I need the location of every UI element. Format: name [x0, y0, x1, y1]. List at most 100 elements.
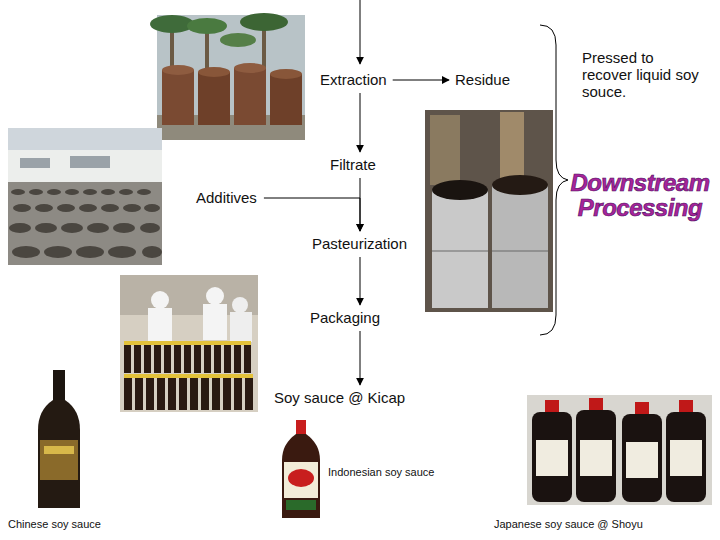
- japanese-bottles: [666, 412, 706, 502]
- chinese-bottle: [53, 370, 65, 400]
- product-caption: Japanese soy sauce @ Shoyu: [494, 518, 643, 531]
- japanese-bottles: [527, 395, 712, 505]
- bottling-photo: [164, 345, 171, 373]
- japanese-bottles: [589, 398, 603, 410]
- jar-field-photo: [29, 189, 43, 195]
- step-label: Residue: [455, 71, 510, 89]
- tank-photo: [270, 69, 302, 79]
- bottling-photo: [120, 275, 258, 412]
- barrel-photo: [425, 110, 553, 312]
- jar-field-photo: [61, 223, 83, 233]
- tank-photo: [150, 13, 305, 140]
- bottling-photo: [174, 345, 181, 373]
- barrel-photo: [492, 175, 548, 195]
- bottling-photo: [124, 378, 132, 410]
- jar-field-photo: [101, 189, 115, 195]
- bottling-photo: [224, 345, 231, 373]
- japanese-bottles: [545, 398, 693, 414]
- jar-field-photo: [13, 204, 31, 212]
- barrel-photo: [492, 185, 548, 308]
- flow-arrow: [360, 257, 361, 305]
- jar-field-photo: [142, 246, 162, 258]
- bottling-photo: [179, 378, 187, 410]
- bottling-photo: [212, 378, 220, 410]
- jar-field-photo: [8, 128, 162, 265]
- tank-photo: [187, 18, 227, 34]
- jar-field-photo: [35, 223, 57, 233]
- chinese-bottle: [38, 370, 80, 508]
- bottling-photo: [201, 378, 209, 410]
- step-label: Packaging: [310, 309, 380, 327]
- jar-field-photo: [140, 223, 160, 233]
- tank-photo: [240, 13, 288, 31]
- tank-photo: [234, 68, 266, 125]
- jar-field-photo: [101, 204, 119, 212]
- flow-arrow: [393, 80, 449, 81]
- flow-arrow: [360, 331, 361, 385]
- bottling-photo: [120, 275, 258, 412]
- japanese-bottles: [580, 440, 612, 476]
- bottling-photo: [168, 378, 176, 410]
- jar-field-photo: [12, 246, 40, 258]
- tank-photo: [198, 67, 230, 77]
- chinese-bottle: [44, 446, 74, 454]
- barrel-photo: [430, 115, 460, 185]
- tank-photo: [157, 15, 305, 140]
- japanese-bottles: [576, 410, 616, 502]
- jar-field-photo: [11, 189, 25, 195]
- step-label: Pasteurization: [312, 235, 407, 253]
- indonesian-bottle: [296, 420, 306, 434]
- jar-field-photo: [87, 223, 109, 233]
- curly-bracket: [540, 25, 568, 335]
- bottling-photo: [194, 345, 201, 373]
- jar-field-photo: [47, 189, 61, 195]
- barrel-photo: [432, 180, 488, 200]
- jar-field-photo: [137, 189, 151, 195]
- bottling-photo: [204, 345, 211, 373]
- jar-field-photo: [119, 189, 133, 195]
- incoming-arrow: [360, 0, 361, 64]
- flow-step: Filtrate: [326, 154, 380, 176]
- wordart-title: Downstream Processing: [566, 170, 714, 220]
- jar-field-photo: [8, 150, 162, 182]
- product-caption: Indonesian soy sauce: [328, 466, 434, 479]
- japanese-bottles: [532, 412, 572, 502]
- bottling-photo: [157, 378, 165, 410]
- tank-photo: [162, 65, 194, 75]
- jar-field-photo: [57, 204, 75, 212]
- jar-field-photo: [9, 189, 162, 258]
- flow-step: Packaging: [306, 307, 384, 329]
- japanese-bottles: [635, 402, 649, 414]
- bottling-photo: [214, 345, 221, 373]
- bottling-photo: [146, 378, 154, 410]
- jar-field-photo: [83, 189, 97, 195]
- japanese-bottles: [626, 442, 658, 478]
- bottling-photo: [151, 291, 169, 309]
- bottling-photo: [232, 297, 248, 313]
- bottling-photo: [134, 345, 141, 373]
- tank-photo: [220, 33, 256, 47]
- barrel-photo: [425, 110, 553, 312]
- jar-field-photo: [76, 246, 104, 258]
- tank-photo: [150, 15, 194, 33]
- indonesian-bottle: [288, 469, 314, 487]
- chinese-bottle: [40, 440, 78, 480]
- japanese-bottles: [536, 440, 568, 476]
- jar-field-photo: [8, 128, 162, 265]
- bottling-photo: [206, 287, 224, 305]
- bottling-photo: [124, 345, 253, 410]
- jar-field-photo: [108, 246, 136, 258]
- bottling-photo: [154, 345, 161, 373]
- tank-photo: [162, 70, 194, 125]
- bottling-photo: [234, 378, 242, 410]
- indonesian-bottle: [282, 420, 320, 518]
- flow-arrow: [360, 93, 361, 152]
- japanese-bottles: [527, 395, 712, 505]
- flow-arrow: [264, 198, 360, 231]
- jar-field-photo: [8, 182, 162, 265]
- jar-field-photo: [44, 246, 72, 258]
- bottling-photo: [148, 308, 172, 342]
- barrel-photo: [492, 250, 548, 252]
- jar-field-photo: [79, 204, 97, 212]
- bottling-photo: [223, 378, 231, 410]
